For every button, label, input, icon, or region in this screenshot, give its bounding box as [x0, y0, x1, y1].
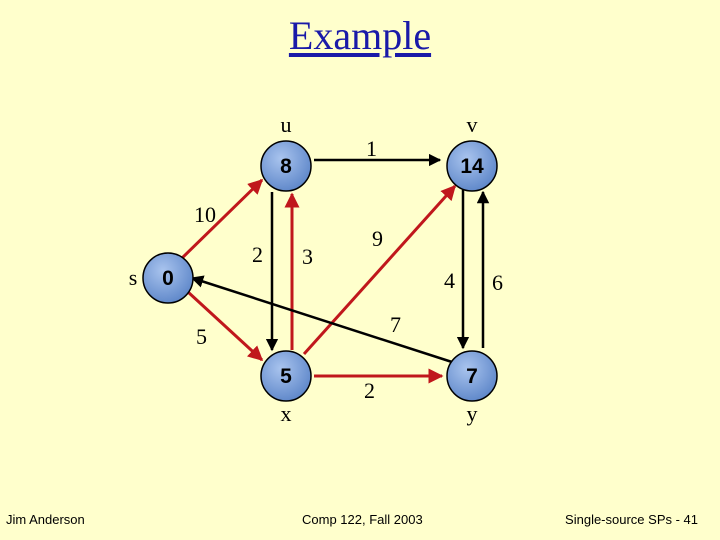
node-s-name: s: [129, 265, 138, 290]
edge-s-x: [186, 290, 264, 362]
node-y-value: 7: [466, 365, 478, 388]
weight-label-s-u: 10: [194, 202, 216, 227]
weight-label-x-u: 3: [302, 244, 313, 269]
node-x-value: 5: [280, 365, 292, 388]
node-s-value: 0: [162, 267, 174, 290]
weight-label-x-v: 9: [372, 226, 383, 251]
weight-label-y-v: 6: [492, 270, 503, 295]
footer-course: Comp 122, Fall 2003: [302, 512, 423, 527]
node-y-name: y: [467, 401, 478, 426]
edge-y-s: [190, 275, 453, 364]
weight-label-s-x: 5: [196, 324, 207, 349]
weight-label-v-y: 4: [444, 268, 455, 293]
weight-label-u-v: 1: [366, 136, 377, 161]
node-y: 7 y: [446, 350, 498, 426]
weight-label-y-s: 7: [390, 312, 401, 337]
footer-page-number: Single-source SPs - 41: [565, 512, 698, 527]
node-u-value: 8: [280, 155, 292, 178]
weight-label-x-y: 2: [364, 378, 375, 403]
node-v-name: v: [467, 112, 478, 137]
node-x-name: x: [281, 401, 292, 426]
node-u: 8 u: [260, 112, 312, 192]
node-v: 14 v: [446, 112, 498, 192]
footer-author: Jim Anderson: [6, 512, 85, 527]
edge-x-v: [302, 184, 457, 356]
node-x: 5 x: [260, 350, 312, 426]
node-u-name: u: [281, 112, 292, 137]
node-s: 0 s: [129, 252, 194, 304]
node-v-value: 14: [460, 155, 484, 178]
slide-title: Example: [288, 13, 432, 58]
weight-label-u-x: 2: [252, 242, 263, 267]
edge-s-u: [178, 178, 264, 262]
